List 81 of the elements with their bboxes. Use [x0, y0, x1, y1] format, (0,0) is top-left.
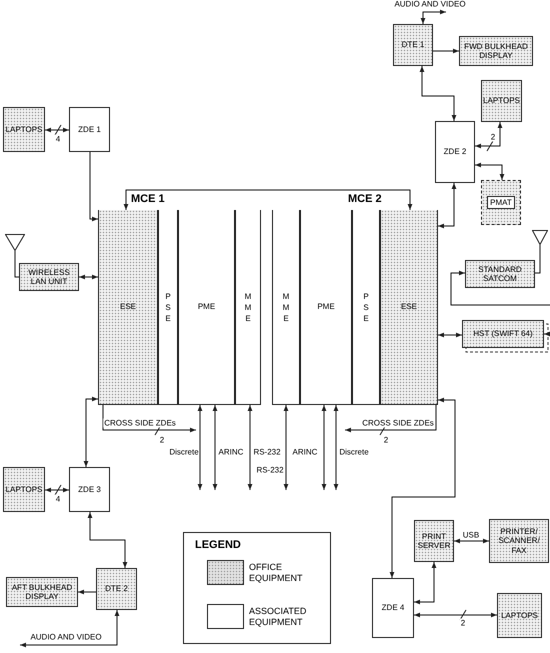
office-equipment-box: DTE 2 — [96, 568, 137, 610]
arrow — [284, 404, 288, 490]
legend-title: LEGEND — [195, 540, 241, 551]
edge-label: 2 — [490, 132, 496, 142]
arrow — [474, 122, 502, 148]
arrow — [420, 10, 446, 24]
office-equipment-box: ESE — [98, 210, 158, 405]
office-equipment-box: LAPTOPS — [3, 467, 45, 512]
legend-text: OFFICE EQUIPMENT — [249, 562, 304, 584]
office-equipment-box: STANDARD SATCOM — [465, 260, 535, 288]
arrow — [450, 270, 550, 336]
arrow — [212, 404, 218, 490]
office-equipment-box: LAPTOPS — [497, 593, 542, 638]
arrow — [334, 404, 338, 490]
edge-label: CROSS SIDE ZDEs — [103, 418, 177, 428]
office-equipment-box: FWD BULKHEAD DISPLAY — [459, 36, 533, 66]
equipment-box: M M E — [235, 210, 261, 405]
node-label: PMAT — [487, 196, 515, 210]
office-equipment-box: HST (SWIFT 64) — [462, 320, 544, 348]
arrow — [248, 404, 252, 490]
edge-label: USB — [462, 530, 480, 540]
edge-label: AUDIO AND VIDEO — [29, 632, 103, 642]
antenna-icon — [5, 234, 25, 251]
edge-label: 4 — [54, 134, 62, 144]
equipment-box: PME — [300, 210, 352, 405]
edge-label: Discrete — [338, 448, 370, 456]
arrow — [454, 538, 490, 544]
arrow — [438, 332, 462, 338]
arrow — [90, 152, 98, 222]
arrow — [78, 274, 98, 280]
office-equipment-box: PRINTER/ SCANNER/ FAX — [489, 519, 549, 563]
antenna-icon — [532, 230, 548, 245]
arrow — [420, 66, 456, 122]
arrow — [124, 190, 412, 210]
arrow — [20, 610, 120, 648]
office-equipment-box: WIRELESS LAN UNIT — [19, 263, 79, 291]
equipment-box: ZDE 4 — [372, 578, 414, 638]
equipment-box: ZDE 3 — [69, 467, 110, 512]
connector-line — [534, 244, 540, 274]
office-equipment-box: LAPTOPS — [3, 107, 45, 152]
edge-label: CROSS SIDE ZDEs — [361, 418, 435, 428]
arrow — [414, 562, 436, 604]
legend-text: ASSOCIATED EQUIPMENT — [249, 606, 308, 628]
edge-label: ARINC — [218, 448, 244, 456]
arrow — [198, 404, 202, 490]
arrow — [84, 396, 98, 468]
arrow — [390, 398, 456, 578]
module-title: MCE 1 — [131, 193, 165, 205]
edge-label: 4 — [54, 494, 62, 504]
arrow — [88, 512, 128, 568]
arrow — [78, 590, 96, 594]
edge-label: RS-232 — [255, 466, 285, 474]
equipment-box: ZDE 2 — [435, 121, 475, 183]
arrow — [102, 404, 196, 432]
edge-label: ARINC — [292, 448, 318, 456]
office-equipment-box: DTE 1 — [393, 24, 433, 66]
arrow — [44, 128, 70, 132]
edge-label: 2 — [460, 618, 466, 628]
equipment-box: M M E — [272, 210, 300, 405]
edge-label: AUDIO AND VIDEO — [393, 0, 467, 8]
equipment-box: PME — [178, 210, 235, 405]
arrow — [414, 612, 498, 618]
arrow — [474, 162, 504, 180]
connector-line — [14, 250, 20, 278]
equipment-box: P S E — [158, 210, 178, 405]
equipment-box: P S E — [352, 210, 380, 405]
edge-label: RS-232 — [252, 448, 282, 456]
arrow — [44, 488, 70, 492]
office-equipment-box: LAPTOPS — [481, 80, 522, 122]
arrow — [322, 404, 326, 490]
office-equipment-box: PRINT SERVER — [414, 520, 454, 562]
edge-label: Discrete — [168, 448, 200, 456]
note-label: 2 — [384, 436, 388, 444]
arrow — [432, 48, 460, 54]
office-equipment-box: ESE — [380, 210, 438, 405]
office-equipment-box: AFT BULKHEAD DISPLAY — [6, 577, 78, 607]
arrow — [344, 404, 436, 432]
note-label: 2 — [160, 436, 164, 444]
arrow — [438, 182, 456, 228]
module-title: MCE 2 — [348, 193, 382, 205]
equipment-box: ZDE 1 — [69, 107, 110, 152]
